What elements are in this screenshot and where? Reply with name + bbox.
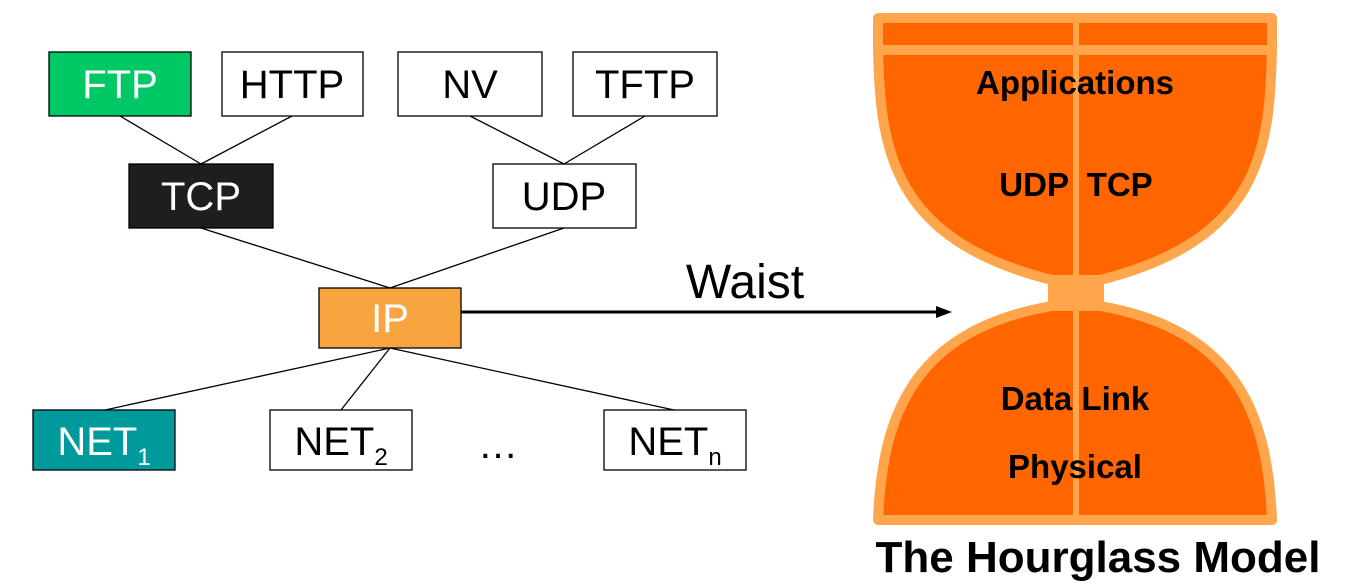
node-netn: NETn (603, 409, 747, 471)
layer-data-link: Data Link (1001, 380, 1150, 417)
hourglass-shape (873, 13, 1277, 525)
node-ftp: FTP (48, 51, 192, 117)
ellipsis-label: … (478, 423, 518, 467)
connector-udp-ip (389, 227, 565, 289)
layer-applications: Applications (976, 64, 1174, 101)
node-nv: NV (397, 51, 543, 117)
node-udp: UDP (492, 163, 637, 229)
connector-nv-udp (469, 115, 565, 165)
node-net1: NET1 (32, 409, 176, 471)
connector-tcp-ip (200, 227, 391, 289)
layer-physical: Physical (1008, 448, 1142, 485)
node-udp-label: UDP (522, 175, 606, 219)
waist-label: Waist (686, 256, 804, 309)
node-tcp-label: TCP (161, 175, 241, 219)
node-tcp: TCP (128, 163, 274, 229)
layer-udp-tcp: UDP TCP (999, 166, 1152, 203)
connector-http-tcp (200, 115, 293, 165)
node-tftp: TFTP (572, 51, 718, 117)
connector-tftp-udp (563, 115, 646, 165)
node-net2-label: NET2 (294, 420, 387, 471)
node-net1-label: NET1 (57, 420, 150, 471)
connector-ip-net2 (340, 347, 391, 411)
node-http: HTTP (221, 51, 364, 117)
node-ip: IP (318, 287, 462, 349)
node-tftp-label: TFTP (595, 63, 695, 107)
connector-ip-netn (389, 347, 675, 411)
node-http-label: HTTP (240, 63, 344, 107)
tree-connectors (104, 115, 675, 411)
diagram-title: The Hourglass Model (876, 533, 1321, 582)
connector-ip-net1 (104, 347, 391, 411)
connector-ftp-tcp (119, 115, 202, 165)
node-ftp-label: FTP (82, 63, 158, 107)
node-net2: NET2 (269, 409, 413, 471)
node-nv-label: NV (442, 63, 498, 107)
node-ip-label: IP (371, 297, 409, 341)
node-netn-label: NETn (628, 420, 721, 471)
waist-arrow (461, 306, 952, 318)
